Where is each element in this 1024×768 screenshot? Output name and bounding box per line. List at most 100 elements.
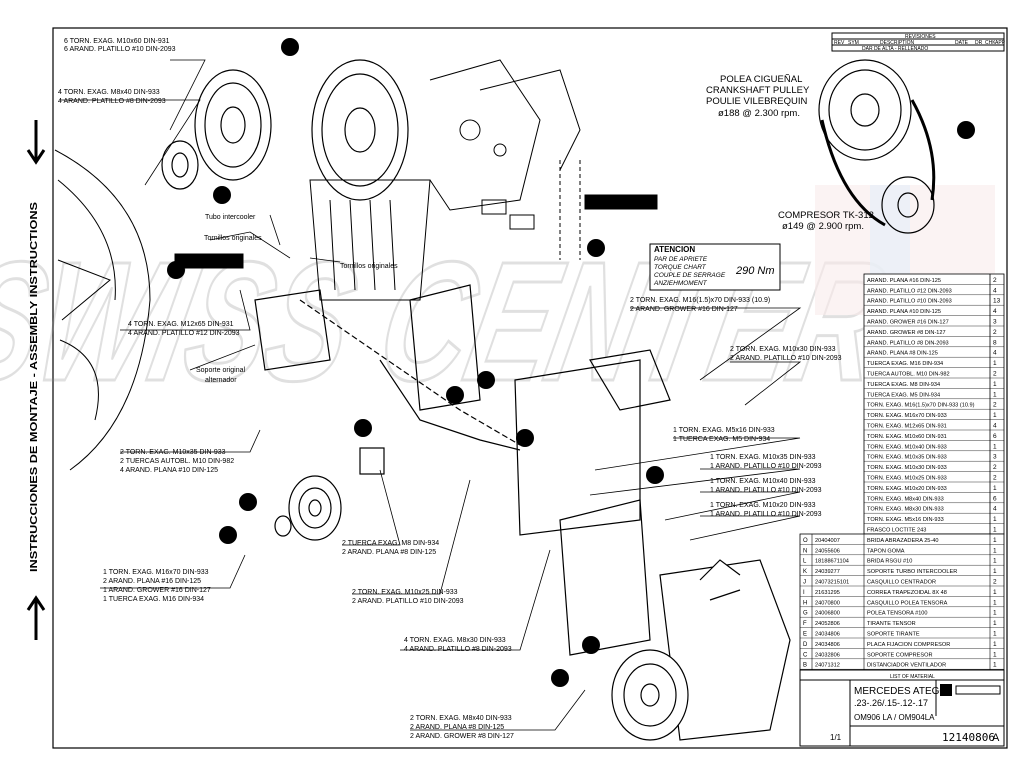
callout-tubo: Tubo intercooler — [205, 214, 256, 221]
callout-right5-line2: 1 ARAND. PLATILLO #10 DIN-2093 — [710, 487, 822, 494]
bom-qty: 1 — [993, 662, 997, 669]
parts-list-desc: TORN. EXAG. M16x70 DIN-933 — [867, 413, 947, 419]
parts-list-qty: 1 — [993, 527, 997, 534]
parts-list-desc: TORN. EXAG. M10x40 DIN-933 — [867, 444, 947, 450]
callout-bottom1-line3: 2 ARAND. GROWER #8 DIN-127 — [410, 733, 514, 740]
belt-diagram — [818, 59, 936, 234]
parts-list-desc: ARAND. PLANA #16 DIN-125 — [867, 278, 941, 284]
callout-left1-line1: 4 TORN. EXAG. M12x65 DIN-931 — [128, 321, 234, 328]
torque-line-3: COUPLE DE SERRAGE — [654, 272, 726, 279]
parts-list-desc: TORN. EXAG. M12x65 DIN-931 — [867, 424, 947, 430]
revision-col-app: APP — [995, 40, 1006, 46]
callout-bubbles — [167, 38, 975, 687]
parts-list-desc: FRASCO LOCTITE 243 — [867, 528, 926, 534]
parts-list-qty: 4 — [993, 506, 997, 513]
side-label-text: INSTRUCCIONES DE MONTAJE - ASSEMBLY INST… — [29, 202, 40, 572]
callout-top2-line1: 4 TORN. EXAG. M8x40 DIN-933 — [58, 89, 160, 96]
parts-list-desc: TUERCA EXAG. M16 DIN-934 — [867, 361, 943, 367]
revision-row-desc: DAR DE ALTA - RELLENADO — [862, 46, 928, 52]
leader-lines — [60, 59, 802, 731]
parts-list-desc: TUERCA EXAG. M5 DIN-934 — [867, 392, 940, 398]
bom-desc: SOPORTE TURBO INTERCOOLER — [867, 569, 957, 575]
title-drawing-number: 12140806 — [942, 731, 995, 744]
bom-qty: 1 — [993, 620, 997, 627]
title-rev: A — [992, 732, 1000, 744]
torque-value: 290 Nm — [735, 265, 775, 277]
bom-qty: 1 — [993, 651, 997, 658]
fan-drawing — [54, 149, 151, 471]
bom-ref: D — [803, 642, 808, 648]
parts-list-desc: ARAND. PLATILLO #8 DIN-2093 — [867, 340, 949, 346]
bom-qty: 1 — [993, 589, 997, 596]
callout-right4-line2: 1 ARAND. PLATILLO #10 DIN-2093 — [710, 463, 822, 470]
title-models: .23-.26/.15-.12-.17 — [854, 698, 928, 708]
callout-top1-line1: 6 TORN. EXAG. M10x60 DIN-931 — [64, 38, 170, 45]
callout-soporte-line2: alternador — [205, 377, 237, 384]
bom-code: 24032806 — [815, 652, 840, 658]
callout-mid2-line1: 2 TORN. EXAG. M10x25 DIN-933 — [352, 589, 458, 596]
bom-code: 24034806 — [815, 642, 840, 648]
callout-mid2-line2: 2 ARAND. PLATILLO #10 DIN-2093 — [352, 598, 464, 605]
parts-list-qty: 4 — [993, 287, 997, 294]
parts-list-desc: ARAND. PLANA #10 DIN-125 — [867, 309, 941, 315]
crankshaft-pulley-drawing — [161, 59, 409, 201]
torque-line-4: ANZIEHMOMENT — [653, 280, 708, 287]
pulley-info: POLEA CIGUEÑAL CRANKSHAFT PULLEY POULIE … — [706, 74, 874, 232]
bom-qty: 1 — [993, 558, 997, 565]
parts-list-qty: 1 — [993, 412, 997, 419]
callout-left3-line2: 2 ARAND. PLANA #16 DIN-125 — [103, 578, 201, 585]
callouts: 6 TORN. EXAG. M10x60 DIN-931 6 ARAND. PL… — [58, 38, 842, 740]
parts-list-qty: 4 — [993, 308, 997, 315]
parts-list-qty: 6 — [993, 433, 997, 440]
callout-right6-line1: 1 TORN. EXAG. M10x20 DIN-933 — [710, 502, 816, 509]
bom-qty: 1 — [993, 610, 997, 617]
parts-list-desc: ARAND. PLANA #8 DIN-125 — [867, 351, 938, 357]
title-model-line: OM906 LA / OM904LA — [854, 713, 935, 722]
parts-list-qty: 4 — [993, 350, 997, 357]
bom-desc: POLEA TENSORA #100 — [867, 611, 928, 617]
parts-list-qty: 1 — [993, 443, 997, 450]
parts-list-desc: TORN. EXAG. M10x30 DIN-933 — [867, 465, 947, 471]
callout-left2-line3: 4 ARAND. PLANA #10 DIN-125 — [120, 467, 218, 474]
callout-bottom1-line2: 2 ARAND. PLANA #8 DIN-125 — [410, 724, 504, 731]
callout-right1-line2: 2 ARAND. GROWER #16 DIN-127 — [630, 306, 738, 313]
bom-code: 20404007 — [815, 538, 840, 544]
parts-list-desc: TORN. EXAG. M8x30 DIN-933 — [867, 507, 944, 513]
parts-list-qty: 2 — [993, 371, 997, 378]
parts-list-desc: ARAND. PLATILLO #12 DIN-2093 — [867, 288, 952, 294]
bracket-drawing — [254, 284, 671, 656]
drawing-frame — [52, 27, 1008, 749]
callout-left3-line3: 1 ARAND. GROWER #16 DIN-127 — [103, 587, 211, 594]
bom-qty: 1 — [993, 537, 997, 544]
bom-desc: SOPORTE TIRANTE — [867, 632, 920, 638]
bom-ref: K — [803, 569, 807, 575]
callout-mid1-line2: 2 ARAND. PLANA #8 DIN-125 — [342, 549, 436, 556]
title-sheet: 1/1 — [830, 733, 842, 742]
parts-list-qty: 2 — [993, 329, 997, 336]
parts-list-qty: 2 — [993, 464, 997, 471]
callout-left2-line1: 2 TORN. EXAG. M10x35 DIN-933 — [120, 449, 226, 456]
callout-right3-line2: 1 TUERCA EXAG. M5 DIN-934 — [673, 436, 770, 443]
watermark: SWISS CENTER — [0, 185, 995, 418]
callout-tornillos1: Tornillos originales — [204, 235, 262, 242]
callout-top2-line2: 4 ARAND. PLATILLO #8 DIN-2093 — [58, 98, 166, 105]
side-label: INSTRUCCIONES DE MONTAJE - ASSEMBLY INST… — [26, 120, 46, 640]
bom-ref: E — [803, 632, 807, 638]
bom-code: 24073215101 — [815, 580, 849, 586]
parts-list-qty: 2 — [993, 277, 997, 284]
compressor-spec: ø149 @ 2.900 rpm. — [782, 221, 864, 232]
pulley-title-es: POLEA CIGUEÑAL — [720, 74, 802, 85]
parts-list-qty: 1 — [993, 381, 997, 388]
bom-desc: BRIDA RSGU #10 — [867, 559, 912, 565]
revision-title: REVISIONES — [905, 34, 936, 40]
bom-qty: 2 — [993, 579, 997, 586]
parts-list-desc: TUERCA AUTOBL. M10 DIN-982 — [867, 372, 950, 378]
parts-list-qty: 1 — [993, 516, 997, 523]
bom-qty: 1 — [993, 547, 997, 554]
bom-code: 24039277 — [815, 569, 840, 575]
pulley-title-en: CRANKSHAFT PULLEY — [706, 85, 810, 96]
parts-list-desc: TORN. EXAG. M16(1.5)x70 DIN-933 (10.9) — [867, 403, 975, 409]
parts-list-desc: ARAND. GROWER #16 DIN-127 — [867, 320, 949, 326]
